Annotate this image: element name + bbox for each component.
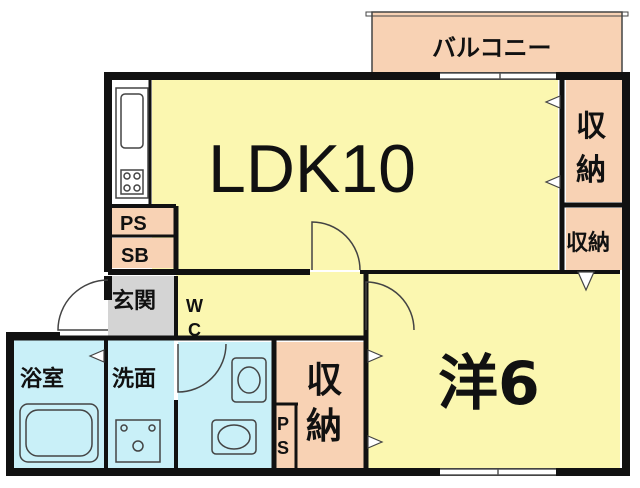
storage-ldk-side-label: 収納 (566, 230, 610, 256)
western-room-area (366, 272, 620, 468)
storage-center-label-2: 納 (306, 406, 342, 447)
closet-arrows (88, 95, 595, 449)
entrance-area (108, 276, 176, 338)
kitchen-counter (115, 87, 149, 199)
ps-upper-label: PS (120, 213, 147, 235)
ldk-label: LDK10 (208, 131, 416, 207)
storage-center-label-1: 収 (306, 360, 342, 401)
bath-fixtures (19, 357, 267, 463)
storage-ldk-upper-label-2: 納 (576, 153, 606, 188)
washroom-area (108, 340, 174, 468)
toilet-area (178, 342, 274, 468)
balcony-label: バルコニー (432, 34, 552, 62)
sb-label: SB (121, 245, 149, 267)
ps-upper-area (110, 208, 174, 236)
entrance-label: 玄関 (112, 288, 156, 314)
storage-ldk-upper-label-1: 収 (576, 109, 607, 144)
bathroom-label: 浴室 (20, 366, 64, 392)
ps-lower-label-p: P (277, 414, 289, 434)
storage-ldk-upper-area (566, 80, 622, 202)
interior-walls (10, 80, 622, 470)
door-swings (57, 221, 415, 393)
wc-w-label: W (186, 296, 203, 316)
balcony: バルコニー (365, 11, 629, 75)
windows (440, 72, 556, 476)
hall-area (176, 272, 366, 338)
wc-c-label: C (188, 320, 201, 340)
western-room-label: 洋6 (438, 349, 540, 419)
washroom-label: 洗面 (112, 367, 156, 392)
sb-area (110, 238, 174, 268)
storage-ldk-side-area (566, 208, 622, 270)
ps-lower-label-s: S (277, 438, 289, 458)
ldk-area (152, 80, 558, 270)
